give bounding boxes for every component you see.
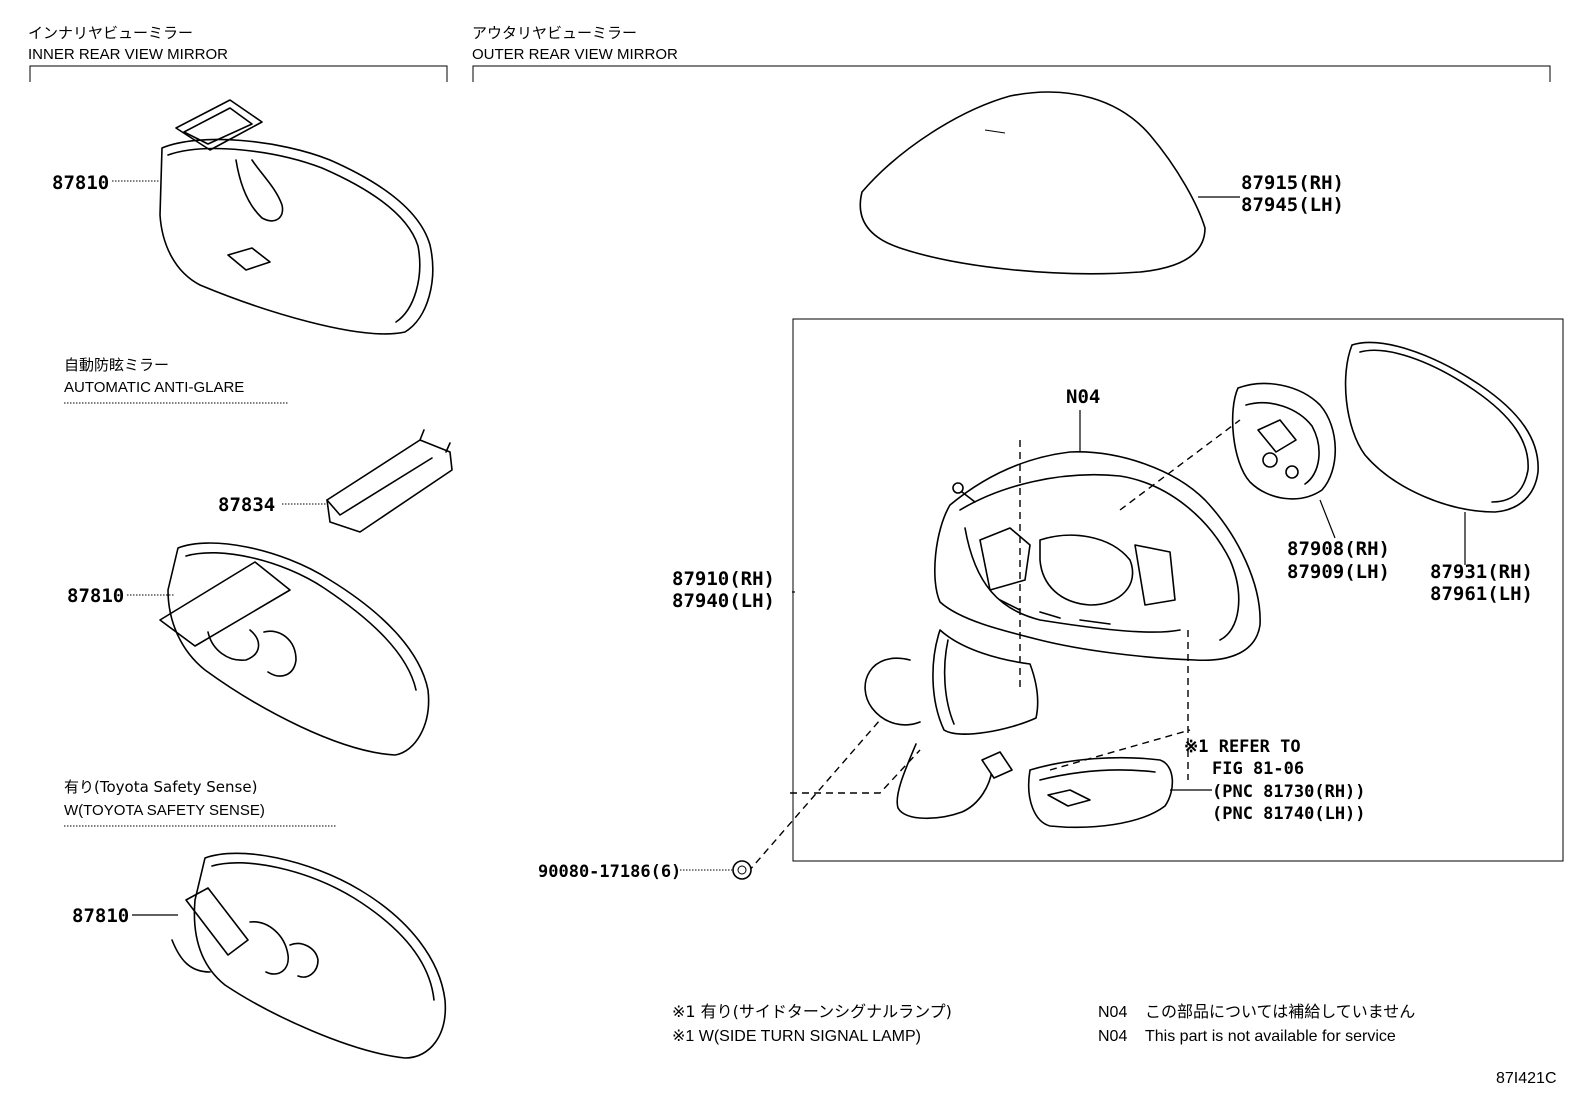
label-87908: 87908(RH) [1287,538,1390,560]
label-87961: 87961(LH) [1430,583,1533,605]
variant-safety-sense-en: W(TOYOTA SAFETY SENSE) [64,802,265,819]
label-87834: 87834 [218,494,275,516]
label-87915: 87915(RH) [1241,172,1344,194]
refer-line-4: (PNC 81740(LH)) [1212,804,1366,824]
sensor-cover-87834[interactable] [326,429,453,533]
label-87909: 87909(LH) [1287,561,1390,583]
outer-mirror-assembly-box [792,318,1564,862]
leader-87908 [1319,499,1336,539]
refer-line-3: (PNC 81730(RH)) [1212,782,1366,802]
mirror-nut[interactable] [732,860,752,880]
turn-signal-lamp[interactable] [1027,756,1174,829]
mirror-screw[interactable] [952,482,976,503]
label-87940: 87940(LH) [672,590,775,612]
variant-anti-glare-en: AUTOMATIC ANTI-GLARE [64,379,244,396]
label-87910: 87910(RH) [672,568,775,590]
outer-section-bracket [472,65,1551,82]
assembly-dash-harness [790,749,921,794]
label-87810-c: 87810 [72,905,129,927]
inner-section-bracket [29,65,448,82]
inner-section-title-en: INNER REAR VIEW MIRROR [28,46,228,63]
refer-line-1: ※1 REFER TO [1184,737,1301,757]
outer-section-title-jp: アウタリヤビューミラー [472,24,637,42]
refer-line-2: FIG 81-06 [1212,759,1304,779]
inner-section-title-jp: インナリヤビューミラー [28,24,193,42]
label-87945: 87945(LH) [1241,194,1344,216]
outer-section-title-en: OUTER REAR VIEW MIRROR [472,46,678,63]
variant-safety-sense-jp: 有り(Toyota Safety Sense) [64,778,257,796]
label-90080: 90080-17186(6) [538,862,681,882]
mirror-glass[interactable] [1344,341,1539,513]
n04-en-code: N04 [1098,1028,1127,1045]
label-n04: N04 [1066,386,1100,408]
assembly-dash-nut [747,719,881,873]
label-87810-b: 87810 [67,585,124,607]
inner-mirror-anti-glare[interactable] [159,542,430,756]
assembly-dash-actuator [1119,419,1241,511]
n04-jp-code: N04 [1098,1004,1127,1021]
note1-jp: ※1 有り(サイドターンシグナルランプ) [672,1002,952,1021]
note1-en: ※1 W(SIDE TURN SIGNAL LAMP) [672,1028,921,1045]
figure-id: 87I421C [1496,1070,1557,1087]
variant-anti-glare-jp: 自動防眩ミラー [64,356,169,374]
outer-mirror-cover[interactable] [859,91,1206,275]
assembly-dash-lamp [1049,729,1191,771]
inner-mirror-standard[interactable] [159,99,434,335]
n04-en-text: This part is not available for service [1145,1028,1396,1045]
mirror-actuator[interactable] [1231,382,1337,500]
label-87810-a: 87810 [52,172,109,194]
inner-mirror-safety-sense[interactable] [171,852,447,1059]
outer-mirror-body[interactable] [864,451,1261,820]
label-87931: 87931(RH) [1430,561,1533,583]
n04-jp-text: この部品については補給していません [1145,1002,1415,1021]
